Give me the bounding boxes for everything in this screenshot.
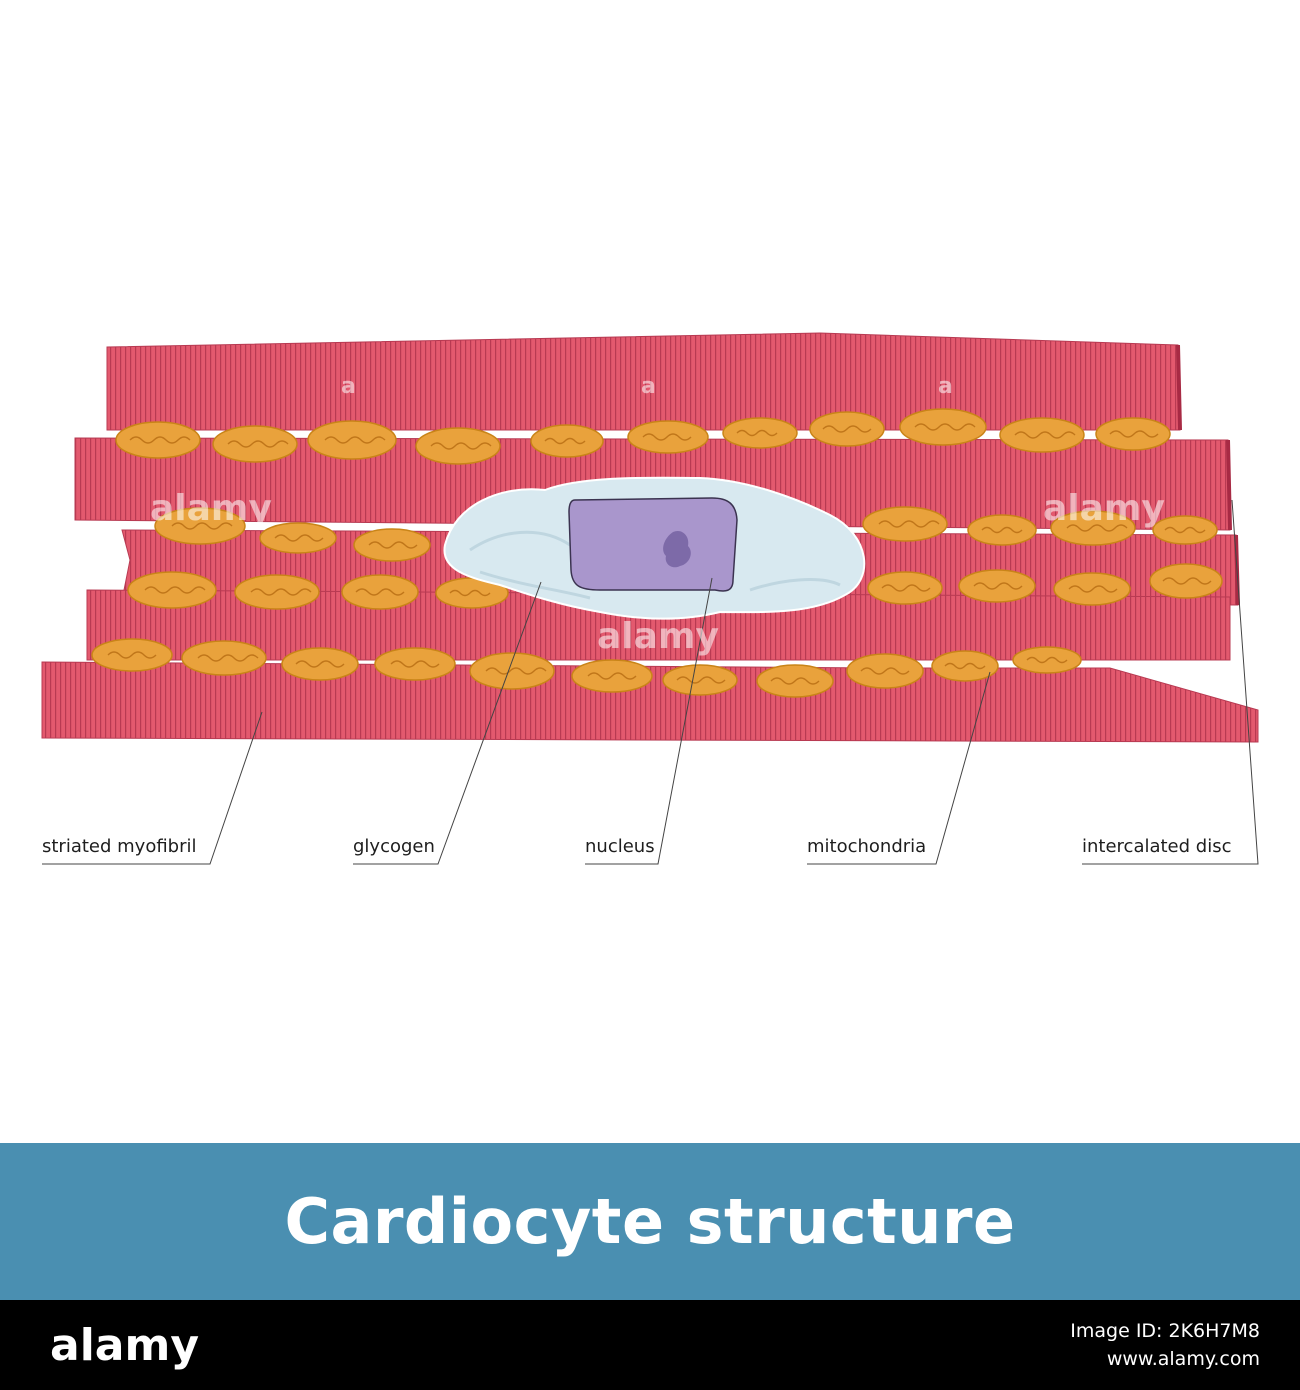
nucleolus bbox=[663, 530, 691, 568]
crista-line bbox=[1066, 524, 1128, 532]
mitochondria-group bbox=[91, 408, 1223, 698]
cardiocyte-diagram: a a a alamy alamy alamy bbox=[41, 332, 1259, 865]
watermark-a: a bbox=[641, 374, 656, 399]
leader-line-intercalated-disc bbox=[1082, 499, 1259, 865]
crista-line bbox=[355, 588, 405, 596]
image-id: Image ID: 2K6H7M8 bbox=[1070, 1319, 1260, 1342]
crista-line bbox=[250, 588, 312, 596]
crista-line bbox=[881, 584, 931, 592]
crista-line bbox=[227, 440, 289, 448]
watermark-alamy: alamy bbox=[150, 488, 272, 529]
crista-line bbox=[197, 654, 259, 662]
mitochondrion bbox=[862, 506, 948, 542]
crista-line bbox=[878, 520, 940, 528]
crista-line bbox=[1109, 430, 1159, 438]
crista-line bbox=[144, 586, 206, 594]
crista-line bbox=[430, 442, 492, 450]
mitochondrion bbox=[1050, 510, 1136, 546]
crista-line bbox=[822, 425, 872, 433]
nucleus-body bbox=[568, 497, 738, 592]
watermark-alamy: alamy bbox=[597, 616, 719, 657]
crista-line bbox=[736, 429, 778, 437]
mitochondrion bbox=[469, 652, 555, 690]
footer-band: alamy Image ID: 2K6H7M8 www.alamy.com bbox=[0, 1300, 1300, 1390]
crista-line bbox=[676, 676, 726, 684]
mitochondrion bbox=[115, 421, 201, 459]
watermarks: a a a alamy alamy alamy bbox=[150, 374, 1165, 657]
mitochondrion bbox=[127, 571, 217, 609]
crista-line bbox=[981, 526, 1023, 534]
crista-line bbox=[324, 436, 386, 444]
label-striated-myofibril: striated myofibril bbox=[42, 836, 197, 857]
title-band: Cardiocyte structure bbox=[0, 1143, 1300, 1300]
watermark-alamy: alamy bbox=[1043, 488, 1165, 529]
crista-line bbox=[544, 437, 586, 445]
nucleus bbox=[568, 497, 738, 592]
mitochondrion bbox=[530, 424, 604, 458]
crista-line bbox=[1026, 656, 1068, 664]
crista-line bbox=[587, 672, 637, 680]
crista-line bbox=[449, 589, 491, 597]
alamy-logo: alamy bbox=[50, 1319, 199, 1371]
mitochondrion bbox=[415, 427, 501, 465]
crista-line bbox=[642, 433, 692, 441]
leader-line-mitochondria bbox=[807, 671, 991, 865]
mitochondrion bbox=[307, 420, 397, 460]
leader-line-glycogen bbox=[353, 581, 542, 865]
mitochondrion bbox=[999, 417, 1085, 453]
diagram-title: Cardiocyte structure bbox=[284, 1185, 1016, 1258]
mitochondrion bbox=[234, 574, 320, 610]
crista-line bbox=[1068, 585, 1118, 593]
label-glycogen: glycogen bbox=[353, 836, 435, 857]
label-intercalated-disc: intercalated disc bbox=[1082, 836, 1232, 857]
crista-line bbox=[485, 667, 547, 675]
leader-lines bbox=[42, 499, 1259, 865]
site-url: www.alamy.com bbox=[1106, 1348, 1260, 1370]
crista-line bbox=[390, 660, 440, 668]
crista-line bbox=[914, 423, 976, 431]
crista-line bbox=[129, 436, 191, 444]
mitochondrion bbox=[212, 425, 298, 463]
crista-line bbox=[1164, 526, 1206, 534]
crista-line bbox=[171, 522, 233, 530]
crista-line bbox=[973, 582, 1023, 590]
leader-line-striated-myofibril bbox=[42, 711, 263, 865]
crista-line bbox=[295, 660, 345, 668]
mitochondrion bbox=[181, 640, 267, 676]
mitochondrion bbox=[899, 408, 987, 446]
watermark-a: a bbox=[341, 374, 356, 399]
crista-line bbox=[1162, 577, 1212, 585]
label-nucleus: nucleus bbox=[585, 836, 655, 857]
crista-line bbox=[1014, 431, 1076, 439]
crista-line bbox=[274, 534, 324, 542]
crista-line bbox=[770, 677, 820, 685]
crista-line bbox=[944, 662, 986, 670]
footer-image-info: Image ID: 2K6H7M8 www.alamy.com bbox=[1070, 1317, 1260, 1374]
mitochondrion bbox=[722, 417, 798, 449]
label-mitochondria: mitochondria bbox=[807, 836, 927, 857]
crista-line bbox=[368, 541, 418, 549]
mitochondria-cristae bbox=[107, 423, 1212, 685]
crista-line bbox=[860, 667, 910, 675]
leader-line-nucleus bbox=[585, 577, 713, 865]
watermark-a: a bbox=[938, 374, 953, 399]
crista-line bbox=[107, 651, 157, 659]
mitochondrion bbox=[154, 507, 246, 545]
